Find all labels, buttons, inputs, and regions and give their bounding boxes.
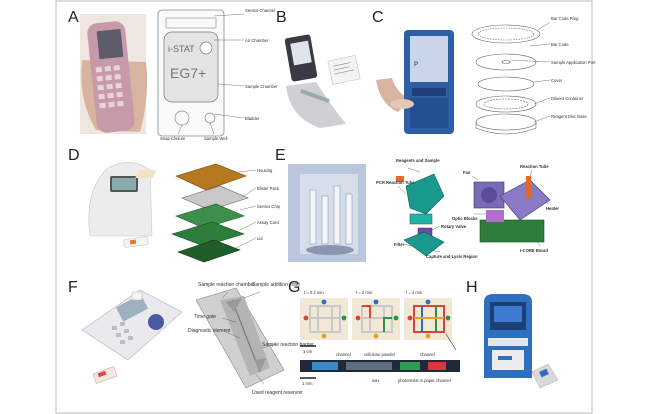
panel-a-letter: A <box>68 9 79 26</box>
channel-cross-section: channel cellulose powder channel 1 mm wa… <box>300 352 460 386</box>
callout-assay-card: Assay Card <box>257 220 279 225</box>
panel-f: F <box>68 279 314 396</box>
panel-g-letter: G <box>288 279 300 296</box>
callout-sample-application-port: Sample Application Port <box>551 60 596 65</box>
panel-d-reader-photo <box>88 162 153 248</box>
cross-label-channel-1: channel <box>336 352 351 357</box>
panel-f-meter-photo <box>81 289 183 384</box>
panel-b-letter: B <box>276 9 287 26</box>
panel-g: G t = 0.2 min t = 2 min t = 4 min <box>288 279 460 386</box>
panel-d-letter: D <box>68 147 80 164</box>
panel-h: H <box>466 279 559 389</box>
cartridge-code-text: EG7+ <box>170 65 206 81</box>
scalebar-1mm-label: 1 mm <box>302 381 313 386</box>
panel-e: E Reagents and Sample PCR Reactio <box>275 147 559 262</box>
panel-d-exploded-cartridge <box>135 163 249 263</box>
panel-c: C P Bar <box>372 9 596 135</box>
microfluidic-paper-1 <box>300 298 348 340</box>
panel-a: A i-STAT EG7+ <box>68 8 278 141</box>
cross-label-photoresist: photoresist in paper <box>398 378 435 383</box>
panel-d: D Housing Blister Pack Sensor Chip As <box>68 147 281 263</box>
panel-b: B <box>276 9 361 128</box>
callout-sample-well: Sample Well <box>204 136 227 141</box>
callout-housing: Housing <box>257 168 273 173</box>
callout-cover: Cover <box>551 78 563 83</box>
callout-sample-addition-zone: Sample addition zone <box>252 282 300 288</box>
cross-label-channel-3: channel <box>436 378 451 383</box>
timepoint-1: t = 0.2 min <box>304 290 324 295</box>
callout-sensor-channel: Sensor Channel <box>245 8 275 13</box>
panel-c-letter: C <box>372 9 384 26</box>
callout-heater: Heater <box>546 206 559 211</box>
callout-air-chamber: Air Chamber <box>245 38 269 43</box>
callout-pcr-reaction-tube: PCR Reaction Tube <box>376 180 415 185</box>
cartridge-brand-text: i-STAT <box>168 44 195 54</box>
callout-sample-reaction-barrier: Sample reaction barrier <box>262 342 314 348</box>
callout-diagnostic-element: Diagnostic element <box>188 328 231 334</box>
panel-a-cartridge-diagram: i-STAT EG7+ Sensor Channel Air Chamber S… <box>157 8 278 141</box>
microfluidic-paper-2 <box>352 298 400 340</box>
panel-b-handheld-reader-photo <box>284 34 361 128</box>
callout-reagents-and-sample: Reagents and Sample <box>396 158 440 163</box>
panel-e-cartridge-exploded <box>396 173 445 257</box>
callout-capture-and-lysis-region: Capture and Lysis Region <box>426 254 478 259</box>
callout-used-reagent-reservoir: Used reagent reservoir <box>252 390 303 396</box>
panel-h-analyzer-photo <box>484 294 559 389</box>
analyzer-screen <box>96 28 124 60</box>
panel-e-icore-module <box>473 176 551 243</box>
panel-e-letter: E <box>275 147 286 164</box>
callout-blister-pack: Blister Pack <box>257 186 280 191</box>
callout-diluent-container: Diluent Container <box>551 96 584 101</box>
callout-sensor-chip: Sensor Chip <box>257 204 281 209</box>
callout-sample-reaction-chamber: Sample reaction chamber <box>198 282 255 288</box>
panel-c-analyzer-photo: P <box>376 30 454 134</box>
timepoint-2: t = 2 min <box>356 290 373 295</box>
callout-sample-chamber: Sample Chamber <box>245 84 278 89</box>
test-strip-card <box>327 55 361 85</box>
microfluidic-paper-3 <box>404 298 457 351</box>
scalebar-1cm-label: 1 cm <box>303 349 313 354</box>
callout-bladder: Bladder <box>245 116 260 121</box>
panel-e-instrument-photo <box>288 164 366 262</box>
callout-bar-code: Bar Code <box>551 42 569 47</box>
panel-c-disc-exploded-diagram <box>471 24 541 135</box>
callout-optic-blocks: Optic Blocks <box>452 216 478 221</box>
svg-text:P: P <box>414 62 418 68</box>
callout-i-core-board: I-CORE Board <box>520 248 548 253</box>
callout-time-gate: Time gate <box>194 314 216 320</box>
cross-label-channel-2: channel <box>420 352 435 357</box>
timepoint-3: t = 4 min <box>406 290 423 295</box>
callout-lid: Lid <box>257 236 263 241</box>
reader-screen <box>290 40 312 66</box>
cross-label-cellulose-powder: cellulose powder <box>364 352 396 357</box>
callout-snap-closure: Snap Closure <box>160 136 186 141</box>
test-cartridge <box>531 363 559 389</box>
callout-bar-code-ring: Bar Code Ring <box>551 16 579 21</box>
callout-filter: Filter <box>394 242 405 247</box>
callout-fan: Fan <box>463 170 471 175</box>
cross-label-wax: wax <box>372 378 380 383</box>
callout-reaction-tube: Reaction Tube <box>520 164 549 169</box>
panel-f-letter: F <box>68 279 78 296</box>
panel-a-handheld-photo <box>80 14 148 134</box>
callout-reagent-disc-base: Reagent Disc Base <box>551 114 588 119</box>
panel-h-letter: H <box>466 279 478 296</box>
callout-rotary-valve: Rotary Valve <box>441 224 467 229</box>
